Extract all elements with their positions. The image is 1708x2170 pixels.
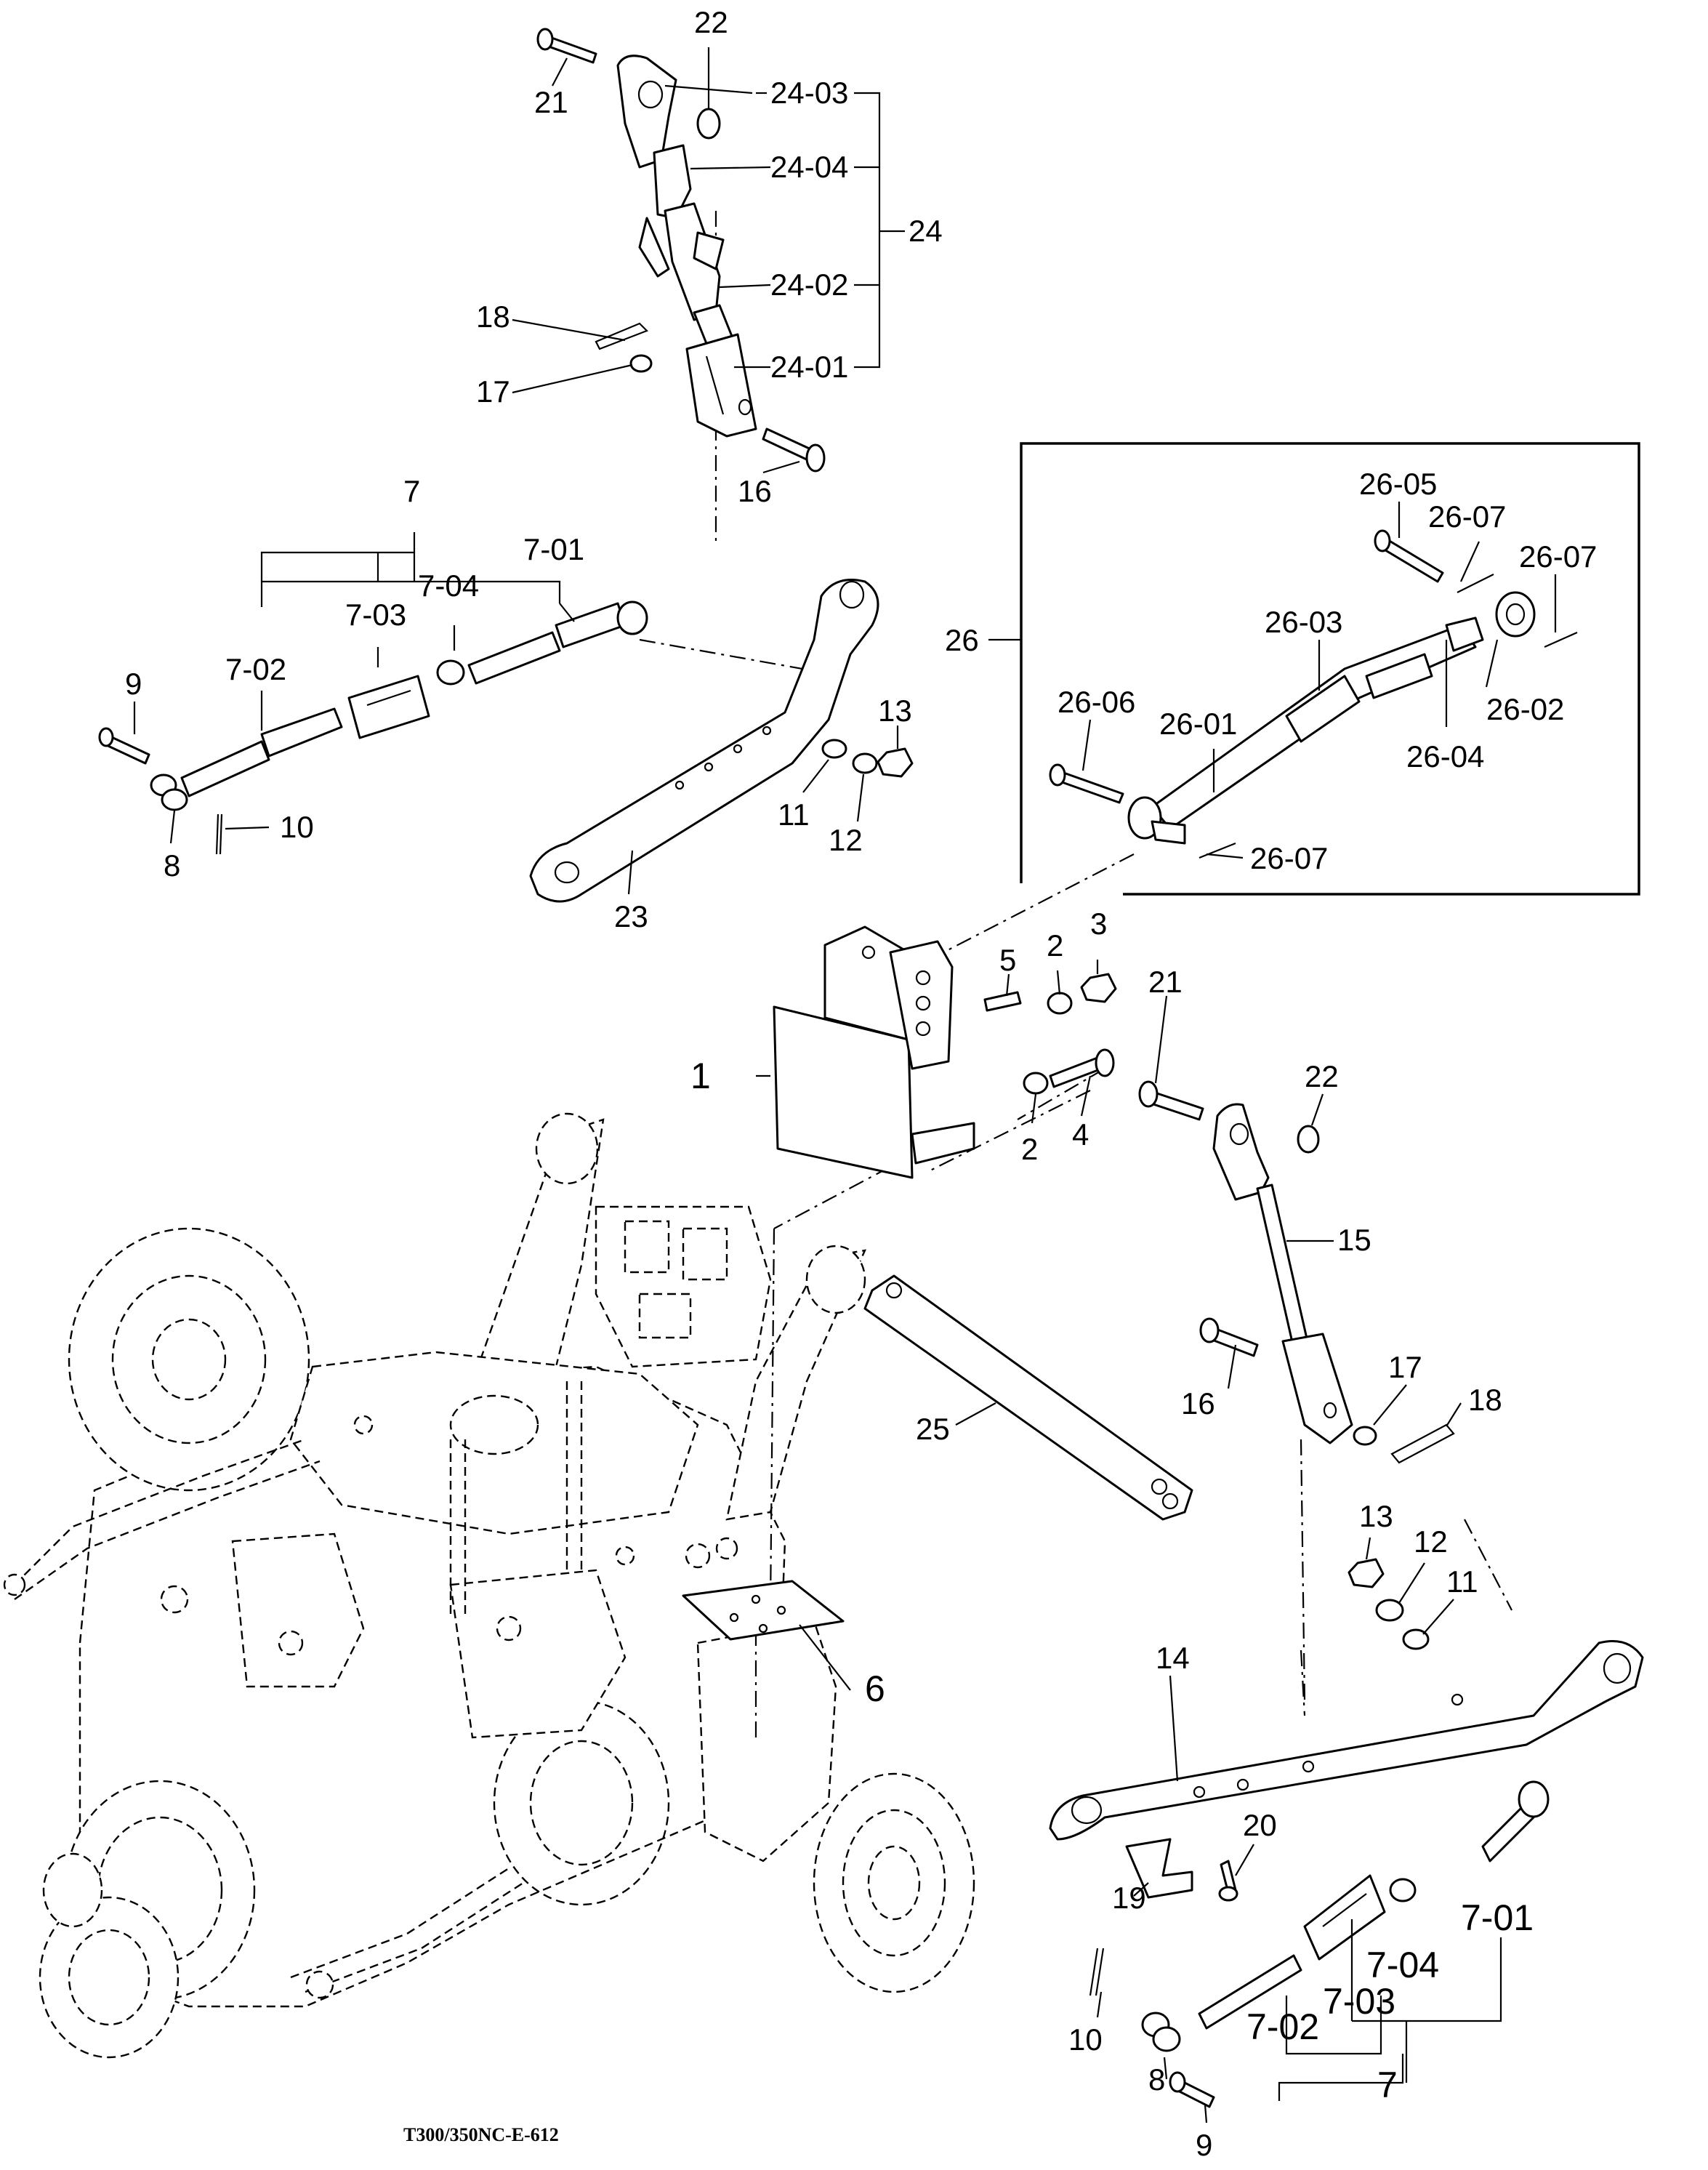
callout-26: 26 [945,623,979,657]
callout-26-07-c: 26-07 [1250,841,1328,875]
stud-5 [983,991,1022,1012]
telescopic-top-link-inset [1020,442,1640,896]
callout-2-a: 2 [1047,928,1063,963]
callout-4: 4 [1072,1117,1089,1152]
callout-24: 24 [909,214,943,248]
nut-3 [1080,973,1117,1003]
washer-12 [852,752,878,774]
callout-18-right: 18 [1468,1383,1502,1417]
callout-1: 1 [690,1056,711,1096]
nut-13 [877,747,914,778]
callout-8-left: 8 [164,848,180,883]
callout-26-07-b: 26-07 [1519,539,1597,574]
callout-7-right: 7 [1377,2065,1398,2105]
callout-22-right: 22 [1305,1059,1339,1093]
callout-24-01: 24-01 [770,350,848,384]
callout-16-right: 16 [1181,1386,1215,1420]
washer-2 [1047,992,1073,1015]
callout-5: 5 [999,943,1016,977]
top-link-fork-24-01 [685,333,757,438]
callout-11-left: 11 [778,797,810,832]
callout-25: 25 [916,1412,950,1446]
tractor-housing-phantom [3,1112,975,2059]
lower-arm-23 [529,579,914,903]
clip-10-right [1089,1948,1105,1996]
clip-18 [595,322,648,350]
stabilizer-and-plate [682,1274,1193,1641]
callout-26-07-a: 26-07 [1428,499,1506,534]
callout-7-01-left: 7-01 [523,532,584,566]
callout-26-06: 26-06 [1058,685,1135,719]
callout-26-02: 26-02 [1486,692,1564,726]
callout-14: 14 [1156,1641,1190,1675]
callout-labels: 21 22 24-03 24-04 24 24-02 18 24-01 17 1… [125,5,1597,2162]
callout-12-left: 12 [829,823,863,857]
callout-7-01-right: 7-01 [1461,1897,1534,1938]
washer-17 [629,354,653,373]
callout-7-02-right: 7-02 [1246,2006,1319,2047]
washer-2b [1023,1072,1049,1095]
clip-10-left [215,813,223,855]
washer-11-right [1402,1628,1430,1650]
clip-18-right [1390,1423,1455,1464]
callout-23: 23 [614,899,648,933]
callout-26-05: 26-05 [1359,467,1437,501]
drawing-code: T300/350NC-E-612 [403,2124,559,2145]
check-rod-left [98,600,648,855]
callout-6: 6 [865,1668,885,1709]
callout-10-left: 10 [280,810,314,844]
lower-arm-14 [1049,1640,1644,1902]
callout-7-04-right: 7-04 [1366,1945,1439,1985]
ring-22 [696,108,721,140]
callout-11-right: 11 [1446,1564,1478,1599]
callout-16-top: 16 [738,474,772,508]
callout-24-04: 24-04 [770,150,848,184]
callout-15: 15 [1337,1223,1371,1257]
callout-21-top: 21 [534,85,568,119]
callout-3: 3 [1090,907,1107,941]
callout-7-03-left: 7-03 [345,598,406,632]
check-rod-right [1089,1780,1550,2108]
callout-24-02: 24-02 [770,268,848,302]
callout-20: 20 [1243,1808,1277,1842]
nut-13-right [1348,1558,1385,1588]
callout-9-left: 9 [125,667,142,701]
callout-2-b: 2 [1021,1132,1038,1166]
callout-26-01: 26-01 [1159,707,1237,741]
callout-17-top: 17 [476,374,510,409]
washer-17-right [1353,1426,1377,1446]
pin-19 [1125,1838,1193,1899]
callout-17-right: 17 [1388,1350,1422,1384]
washer-11 [821,739,847,759]
plate-6 [682,1580,845,1641]
callout-7-03-right: 7-03 [1323,1981,1395,2022]
top-link-assembly [536,28,826,473]
callout-13-left: 13 [878,694,912,728]
callout-18-top: 18 [476,300,510,334]
callout-8-right: 8 [1148,2062,1165,2097]
callout-9-right: 9 [1196,2128,1212,2162]
callout-21-right: 21 [1148,965,1183,999]
ring-22-right [1297,1125,1320,1154]
washer-12-right [1375,1599,1404,1622]
callout-24-03: 24-03 [770,76,848,110]
lift-link-15 [1138,1080,1455,1464]
callout-26-03: 26-03 [1265,605,1342,639]
callout-22-top: 22 [694,5,728,39]
right-fasteners [1348,1558,1430,1650]
callout-26-04: 26-04 [1406,739,1484,773]
callout-7-02-left: 7-02 [225,652,286,686]
mounting-bracket-1 [773,925,1117,1179]
bolt-4 [1049,1056,1103,1088]
callout-12-right: 12 [1414,1524,1448,1559]
callout-13-right: 13 [1359,1499,1393,1533]
callout-19: 19 [1112,1881,1146,1915]
callout-7-left: 7 [403,474,420,508]
callout-10-right: 10 [1068,2022,1103,2057]
leader-lines [133,47,1557,2123]
callout-7-04-left: 7-04 [418,568,479,603]
